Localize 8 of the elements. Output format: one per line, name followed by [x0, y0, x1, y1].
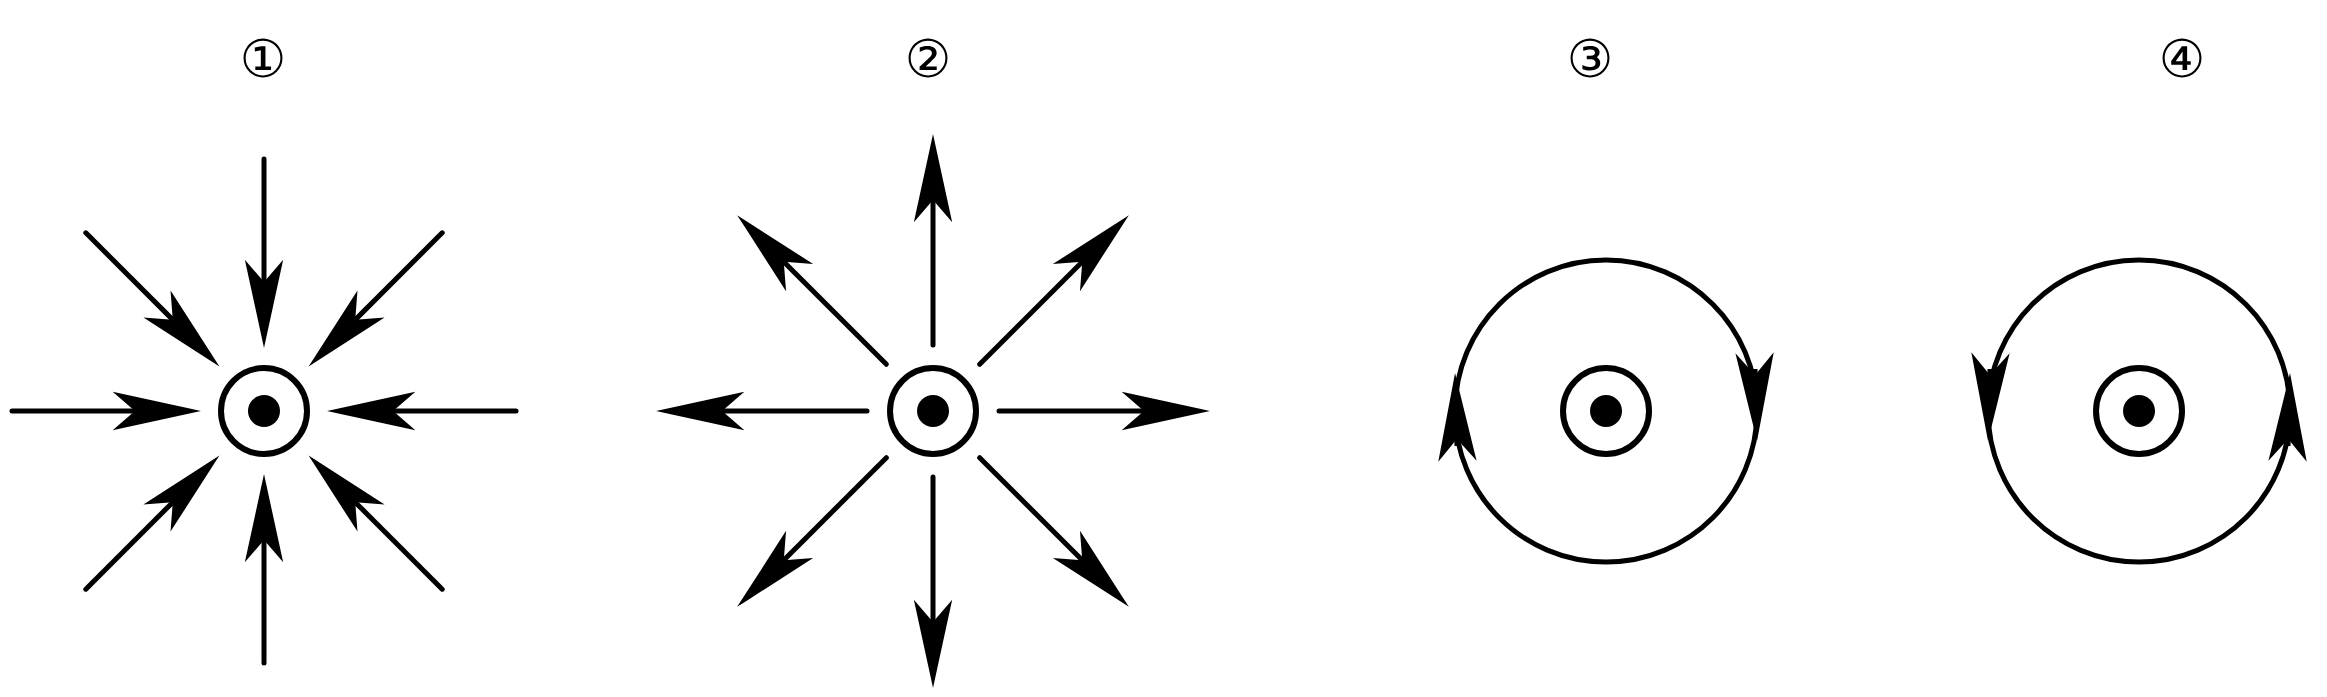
field-source-symbol: [2093, 365, 2185, 457]
panel-number: ②: [908, 38, 948, 78]
panel-number: ④: [2162, 38, 2202, 78]
field-source-symbol: [887, 365, 979, 457]
field-source-symbol: [1560, 365, 1652, 457]
panel-number: ③: [1570, 38, 1610, 78]
panel-number: ①: [243, 38, 283, 78]
field-source-symbol: [218, 365, 310, 457]
